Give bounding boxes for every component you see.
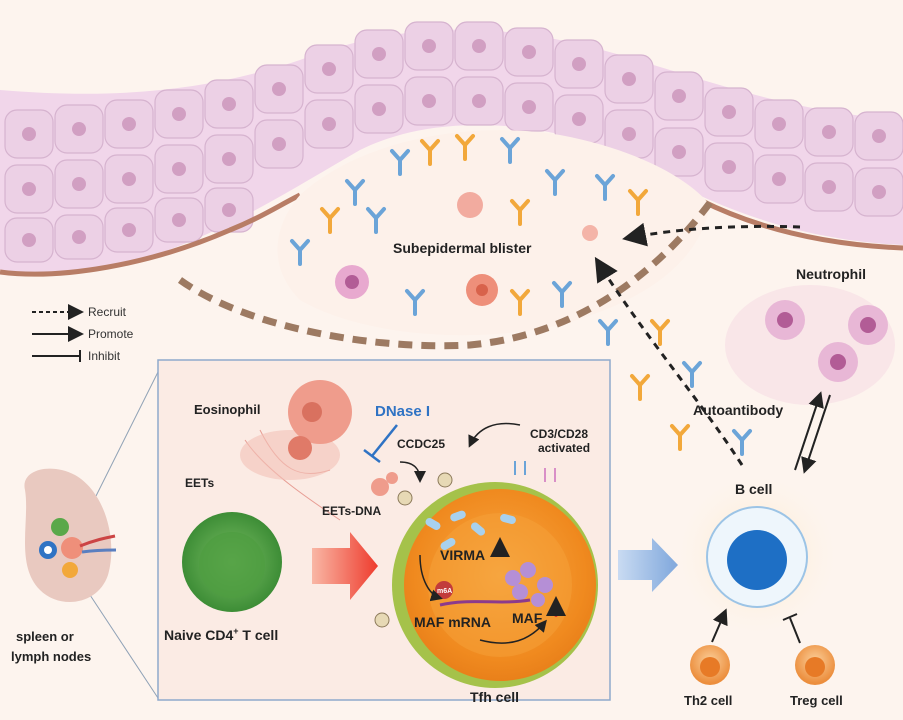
legend: Recruit Promote Inhibit (32, 304, 134, 363)
autoantibody-cluster (290, 134, 752, 456)
eets-label: EETs (185, 476, 214, 490)
blister-cells (335, 192, 598, 306)
differentiation-arrow (312, 532, 378, 600)
autoantibody-label: Autoantibody (693, 402, 783, 418)
neutrophil-group (725, 285, 895, 405)
subepidermal-blister-label: Subepidermal blister (393, 240, 532, 256)
spleen-label-line2: lymph nodes (11, 649, 91, 664)
legend-recruit: Recruit (88, 305, 127, 319)
m6a-label: m6A (437, 588, 452, 595)
cd3-cd28-line1: CD3/CD28 (530, 427, 588, 441)
naive-cd4-label: Naive CD4+ T cell (164, 626, 278, 643)
naive-cd4-t-cell (182, 512, 282, 612)
legend-promote: Promote (88, 327, 134, 341)
tfh-to-bcell-arrow (618, 538, 678, 592)
eosinophil-label: Eosinophil (194, 402, 260, 417)
maf-label: MAF (512, 610, 543, 626)
ccdc25-label: CCDC25 (397, 437, 445, 451)
spleen-label-line1: spleen or (16, 629, 74, 644)
cd3-cd28-line2: activated (538, 441, 590, 455)
th2-cell (690, 645, 730, 685)
b-cell (672, 470, 842, 640)
eosinophil (240, 380, 352, 521)
dnase-label: DNase I (375, 403, 430, 420)
tfh-cell-label: Tfh cell (470, 689, 519, 705)
th2-cell-label: Th2 cell (684, 693, 732, 708)
eets-dna-label: EETs-DNA (322, 504, 381, 518)
neutrophil-label: Neutrophil (796, 266, 866, 282)
treg-cell (795, 645, 835, 685)
treg-cell-label: Treg cell (790, 693, 843, 708)
b-cell-label: B cell (735, 481, 772, 497)
epidermis-layer (0, 21, 903, 277)
eets-dna (371, 472, 398, 496)
maf-mrna-label: MAF mRNA (414, 614, 491, 630)
legend-inhibit: Inhibit (88, 349, 121, 363)
spleen-organ (24, 371, 159, 699)
virma-label: VIRMA (440, 547, 485, 563)
tfh-cell (374, 461, 598, 688)
